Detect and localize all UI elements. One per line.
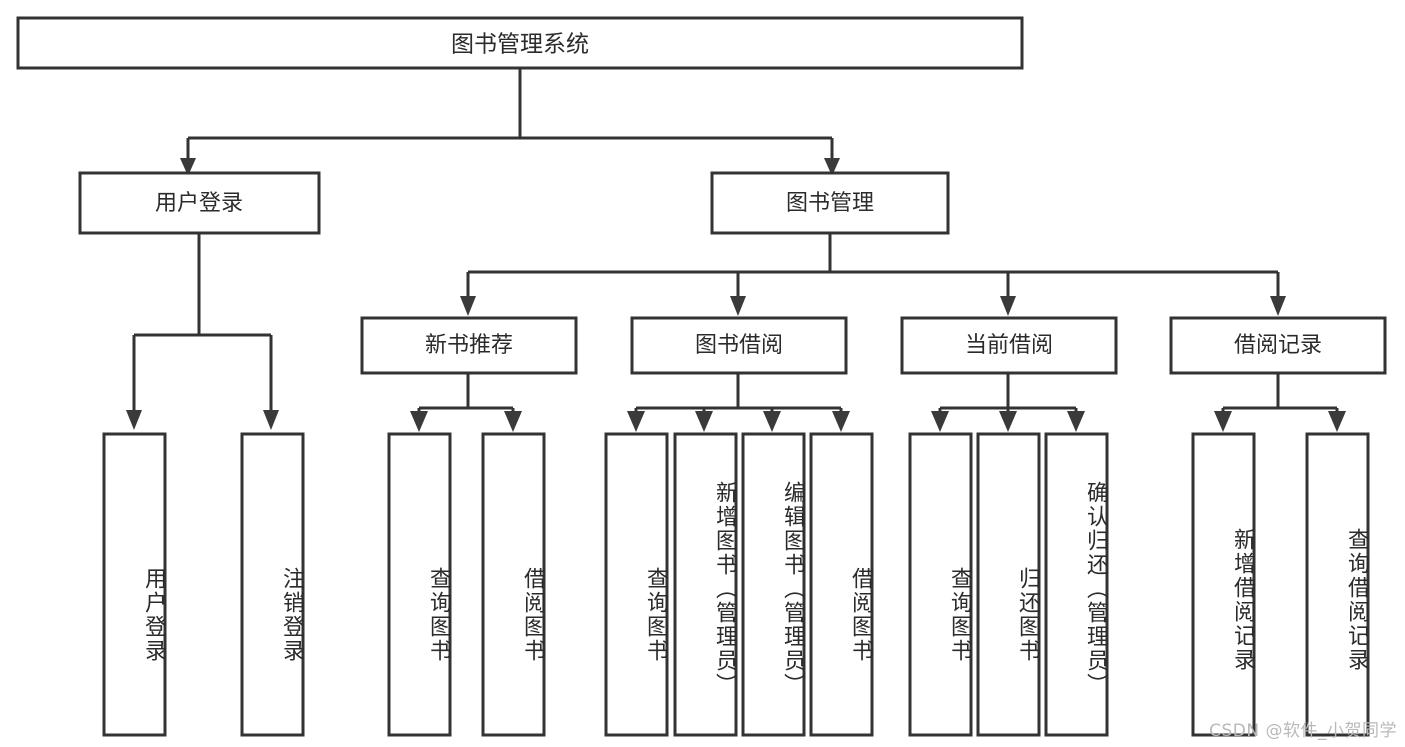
arrow-head-book-borrow — [730, 296, 746, 316]
arrow-head-leaf-return-book — [999, 411, 1017, 432]
node-new-book-recommend-label: 新书推荐 — [425, 333, 513, 358]
arrow-head-leaf-user-logout — [263, 410, 279, 430]
arrow-head-leaf-confirm-return — [1067, 411, 1085, 432]
arrow-head-leaf-add-record — [1214, 411, 1232, 432]
arrow-head-leaf-borrow-book-2 — [832, 411, 850, 432]
leaf-box-confirm-return[interactable] — [1044, 432, 1109, 737]
node-current-borrow-box — [900, 316, 1118, 375]
node-user-login-label: 用户登录 — [155, 191, 243, 216]
leaf-box-query-book-2[interactable] — [604, 432, 669, 737]
leaf-box-query-book-3[interactable] — [908, 432, 973, 737]
arrow-head-leaf-query-book-1 — [410, 411, 428, 432]
arrow-head-leaf-query-book-3 — [931, 411, 949, 432]
leaf-box-query-record[interactable] — [1305, 432, 1370, 737]
node-new-book-recommend-box — [360, 316, 578, 375]
arrow-head-leaf-query-book-2 — [627, 411, 645, 432]
node-new-book-recommend[interactable]: 新书推荐 — [360, 316, 578, 375]
node-user-login-box — [78, 171, 321, 235]
csdn-watermark: CSDN @软件_小贺同学 — [1209, 721, 1397, 741]
arrow-head-new-book-recommend — [460, 296, 476, 316]
node-root-box — [16, 16, 1024, 70]
node-borrow-record-box — [1169, 316, 1387, 375]
node-current-borrow[interactable]: 当前借阅 — [900, 316, 1118, 375]
arrow-head-book-manage — [824, 158, 840, 176]
node-book-manage-label: 图书管理 — [786, 191, 874, 216]
node-current-borrow-label: 当前借阅 — [965, 333, 1053, 358]
node-book-borrow[interactable]: 图书借阅 — [630, 316, 848, 375]
node-borrow-record-label: 借阅记录 — [1234, 333, 1322, 358]
leaf-box-borrow-book-1[interactable] — [481, 432, 546, 737]
node-user-login[interactable]: 用户登录 — [78, 171, 321, 235]
arrow-head-borrow-record — [1270, 296, 1286, 316]
leaf-box-query-book-1[interactable] — [387, 432, 452, 737]
node-book-manage-box — [710, 171, 950, 235]
arrow-head-leaf-edit-book — [763, 411, 781, 432]
node-borrow-record[interactable]: 借阅记录 — [1169, 316, 1387, 375]
arrow-head-leaf-add-book — [695, 411, 713, 432]
arrow-head-user-login — [180, 158, 196, 176]
leaf-box-user-login[interactable] — [102, 432, 167, 737]
node-book-manage[interactable]: 图书管理 — [710, 171, 950, 235]
node-book-borrow-box — [630, 316, 848, 375]
node-root[interactable]: 图书管理系统 — [16, 16, 1024, 70]
arrow-head-leaf-query-record — [1328, 411, 1346, 432]
leaf-box-add-book[interactable] — [673, 432, 738, 737]
leaf-box-borrow-book-2[interactable] — [809, 432, 874, 737]
arrow-head-leaf-user-login — [126, 410, 142, 430]
arrow-head-leaf-borrow-book-1 — [504, 411, 522, 432]
node-book-borrow-label: 图书借阅 — [695, 333, 783, 358]
arrow-head-current-borrow — [1000, 296, 1016, 316]
leaf-box-user-logout[interactable] — [240, 432, 305, 737]
leaf-box-add-record[interactable] — [1191, 432, 1256, 737]
node-root-label: 图书管理系统 — [451, 32, 589, 58]
leaf-box-edit-book[interactable] — [741, 432, 806, 737]
leaf-box-return-book[interactable] — [976, 432, 1041, 737]
